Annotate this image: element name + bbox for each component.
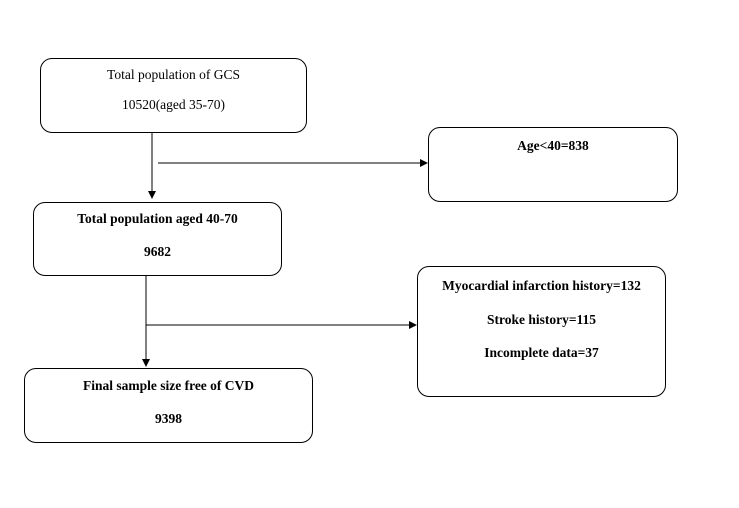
box-population-aged-40-70-title: Total population aged 40-70 [77, 211, 238, 226]
box-total-population-gcs-count: 10520(aged 35-70) [121, 97, 226, 112]
exclusion-incomplete-data: Incomplete data=37 [484, 345, 599, 360]
exclusion-stroke-history: Stroke history=115 [486, 312, 597, 327]
box-age-under-40: Age<40=838 [428, 127, 678, 202]
box-population-aged-40-70-count: 9682 [144, 244, 171, 259]
exclusion-myocardial-infarction: Myocardial infarction history=132 [442, 278, 641, 293]
box-total-population-gcs: Total population of GCS 10520(aged 35-70… [40, 58, 307, 133]
box-final-sample-count: 9398 [155, 411, 182, 426]
box-population-aged-40-70: Total population aged 40-70 9682 [33, 202, 282, 276]
box-final-sample-title: Final sample size free of CVD [82, 378, 255, 393]
box-exclusions: Myocardial infarction history=132 Stroke… [417, 266, 666, 397]
box-age-under-40-label: Age<40=838 [517, 138, 589, 153]
box-final-sample: Final sample size free of CVD 9398 [24, 368, 313, 443]
box-total-population-gcs-title: Total population of GCS [107, 67, 240, 82]
